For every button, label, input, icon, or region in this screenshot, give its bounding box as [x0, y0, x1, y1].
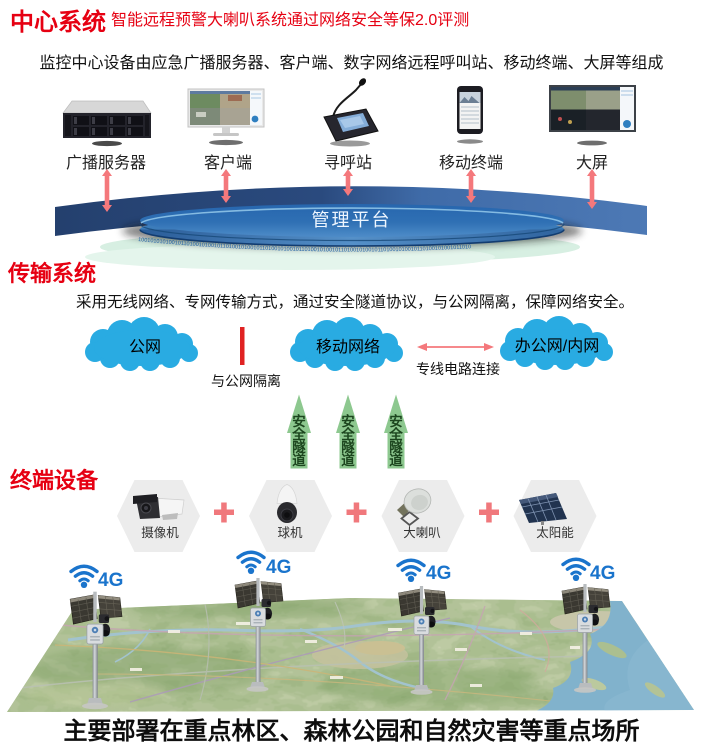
svg-text:道: 道: [292, 452, 306, 468]
svg-text:管理平台: 管理平台: [312, 210, 392, 230]
svg-text:4G: 4G: [426, 563, 451, 584]
svg-text:4G: 4G: [98, 570, 123, 591]
svg-text:安: 安: [341, 413, 355, 429]
svg-text:安: 安: [292, 413, 306, 429]
svg-text:4G: 4G: [266, 557, 291, 578]
svg-text:移动网络: 移动网络: [316, 337, 380, 356]
svg-text:公网: 公网: [129, 339, 161, 356]
svg-text:隧: 隧: [389, 439, 403, 455]
svg-text:太阳能: 太阳能: [536, 525, 574, 540]
svg-text:球机: 球机: [277, 526, 303, 540]
svg-text:摄像机: 摄像机: [141, 525, 179, 540]
svg-text:4G: 4G: [590, 563, 615, 584]
svg-text:隧: 隧: [292, 439, 306, 455]
svg-text:道: 道: [341, 452, 355, 468]
svg-text:100101010100101101001010010110: 1001010101001011010010100101101001010010…: [138, 237, 472, 253]
svg-text:道: 道: [389, 452, 403, 468]
svg-text:办公网/内网: 办公网/内网: [515, 337, 599, 355]
svg-text:全: 全: [291, 426, 306, 442]
svg-text:隧: 隧: [341, 439, 355, 455]
svg-text:全: 全: [340, 426, 355, 442]
svg-text:全: 全: [388, 426, 403, 442]
svg-text:大喇叭: 大喇叭: [403, 525, 441, 540]
svg-text:安: 安: [389, 413, 403, 429]
